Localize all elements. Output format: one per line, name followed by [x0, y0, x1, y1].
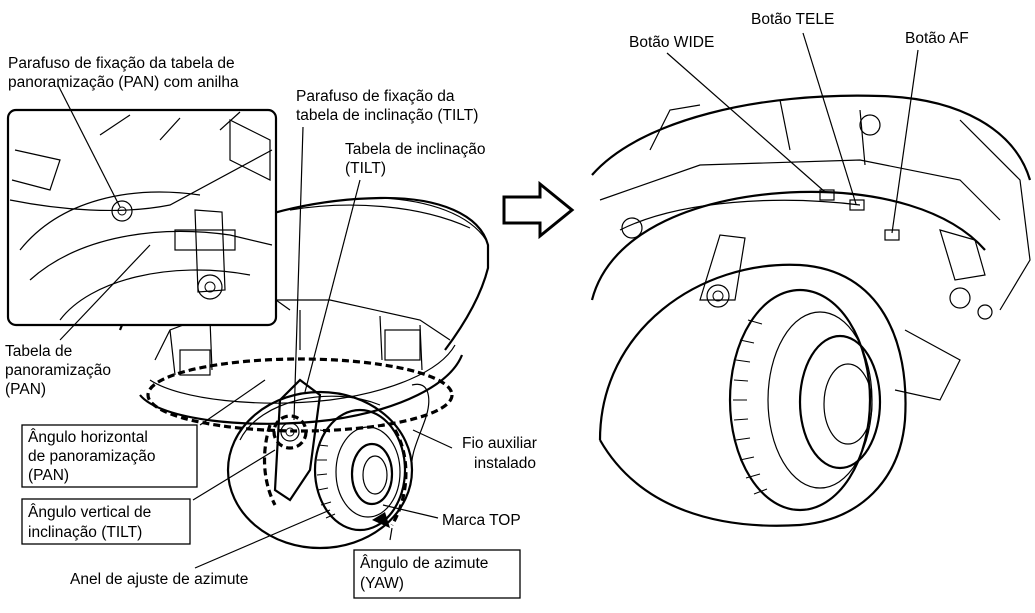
- pan-table-label-line2: panoramização: [5, 362, 111, 379]
- pan-angle-label-line2: de panoramização: [28, 448, 156, 465]
- pan-angle-path: [146, 357, 454, 433]
- left-camera-illustration: [6, 108, 490, 550]
- pan-screw-label-line2: panoramização (PAN) com anilha: [8, 74, 239, 91]
- top-mark-label: Marca TOP: [442, 512, 521, 529]
- tilt-table-label-line2: (TILT): [345, 160, 386, 177]
- tilt-angle-label-line1: Ângulo vertical de: [28, 504, 151, 521]
- tilt-screw-label-line1: Parafuso de fixação da: [296, 88, 455, 105]
- right-camera-illustration: [590, 94, 1032, 527]
- leader-lines: [57, 32, 919, 569]
- yaw-angle-label-box: [353, 549, 521, 599]
- tele-button-marker: [849, 199, 865, 211]
- aux-wire-label-line2: instalado: [474, 455, 536, 472]
- tele-button-label: Botão TELE: [751, 11, 834, 28]
- pan-table-label-line3: (PAN): [5, 381, 46, 398]
- tilt-screw-label-line2: tabela de inclinação (TILT): [296, 107, 478, 124]
- inset-detail-box: [6, 108, 278, 327]
- yaw-ring-label: Anel de ajuste de azimute: [70, 571, 248, 588]
- yaw-angle-path: [390, 429, 408, 526]
- tilt-table-label-line1: Tabela de inclinação: [345, 141, 485, 158]
- wide-button-label: Botão WIDE: [629, 34, 714, 51]
- tilt-angle-label-line2: inclinação (TILT): [28, 524, 142, 541]
- tilt-angle-label-box: [21, 498, 191, 545]
- af-button-label: Botão AF: [905, 30, 969, 47]
- pan-screw-label-line1: Parafuso de fixação da tabela de: [8, 55, 235, 72]
- transition-arrow-icon: [502, 180, 575, 240]
- aux-wire-label-line1: Fio auxiliar: [462, 435, 537, 452]
- pan-angle-label-box: [21, 424, 198, 488]
- pan-angle-label-line1: Ângulo horizontal: [28, 429, 148, 446]
- yaw-angle-label-line2: (YAW): [360, 575, 404, 592]
- wide-button-marker: [819, 189, 835, 201]
- aux-wire: [411, 383, 430, 471]
- yaw-angle-label-line1: Ângulo de azimute: [360, 555, 488, 572]
- yaw-adjust-ring: [313, 408, 407, 532]
- tilt-screw-marker: [272, 414, 308, 450]
- pan-angle-label-line3: (PAN): [28, 467, 69, 484]
- pan-table-label-line1: Tabela de: [5, 343, 72, 360]
